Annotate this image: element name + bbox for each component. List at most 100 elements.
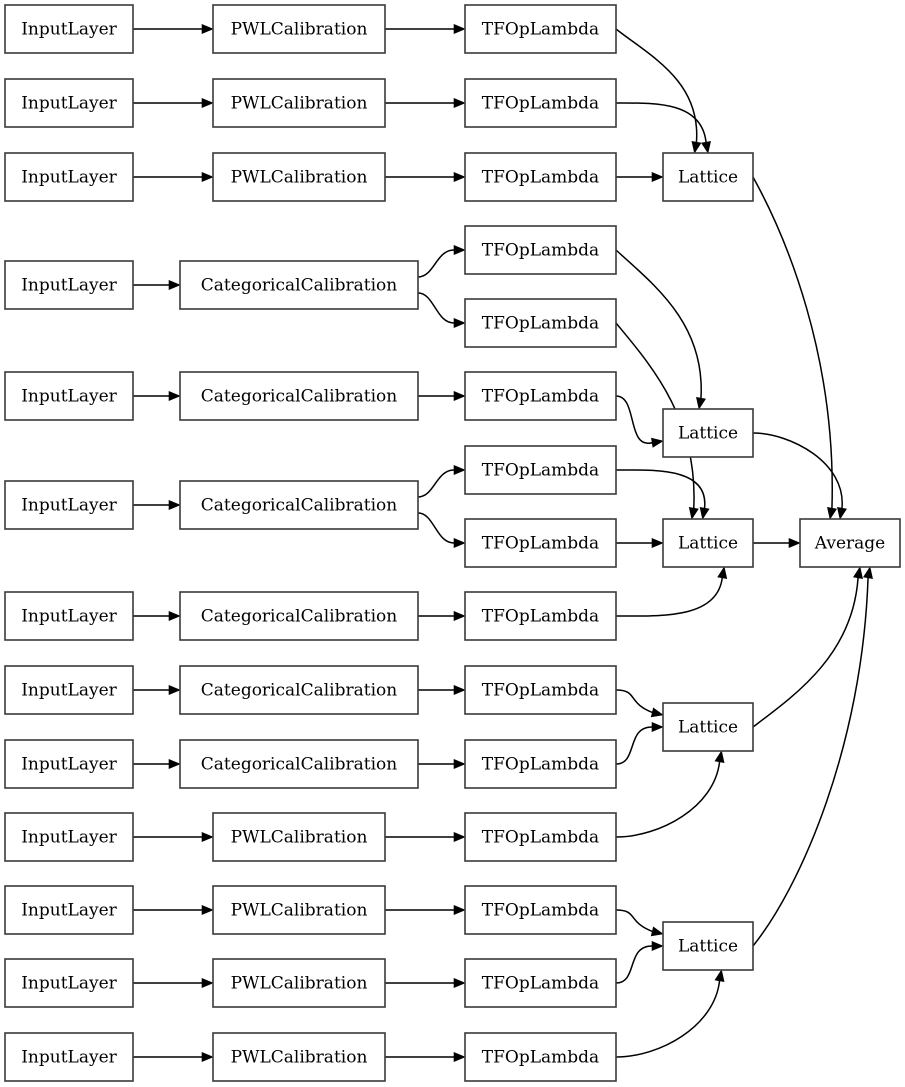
arrow-head-icon-cal12-op14 — [453, 977, 466, 989]
arrow-head-icon-op1-lat1 — [691, 140, 702, 154]
node-box[interactable] — [464, 445, 617, 495]
node-box[interactable] — [4, 1032, 134, 1082]
node-average-avg[interactable]: Average — [799, 518, 901, 568]
node-input-layer-in7[interactable]: InputLayer — [4, 591, 134, 641]
node-box[interactable] — [464, 152, 617, 202]
node-box[interactable] — [179, 739, 419, 789]
node-box[interactable] — [662, 152, 754, 202]
node-pwlcalibration-cal1[interactable]: PWLCalibration — [212, 4, 386, 54]
node-box[interactable] — [464, 739, 617, 789]
node-tfop-lambda-op13[interactable]: TFOpLambda — [464, 885, 617, 935]
node-box[interactable] — [212, 958, 386, 1008]
node-box[interactable] — [4, 739, 134, 789]
node-box[interactable] — [4, 812, 134, 862]
node-box[interactable] — [799, 518, 901, 568]
node-box[interactable] — [464, 885, 617, 935]
node-input-layer-in5[interactable]: InputLayer — [4, 371, 134, 421]
node-box[interactable] — [179, 260, 419, 310]
node-input-layer-in8[interactable]: InputLayer — [4, 665, 134, 715]
node-box[interactable] — [464, 225, 617, 275]
node-tfop-lambda-op12[interactable]: TFOpLambda — [464, 812, 617, 862]
node-box[interactable] — [464, 518, 617, 568]
node-box[interactable] — [662, 408, 754, 458]
node-input-layer-in4[interactable]: InputLayer — [4, 260, 134, 310]
arrow-head-icon-in5-cal5 — [168, 390, 181, 402]
node-tfop-lambda-op5[interactable]: TFOpLambda — [464, 298, 617, 348]
node-input-layer-in1[interactable]: InputLayer — [4, 4, 134, 54]
node-box[interactable] — [464, 591, 617, 641]
node-lattice-lat5[interactable]: Lattice — [662, 921, 754, 971]
node-tfop-lambda-op8[interactable]: TFOpLambda — [464, 518, 617, 568]
node-box[interactable] — [212, 4, 386, 54]
node-box[interactable] — [464, 371, 617, 421]
node-box[interactable] — [662, 702, 754, 752]
node-box[interactable] — [4, 480, 134, 530]
node-box[interactable] — [4, 591, 134, 641]
node-input-layer-in10[interactable]: InputLayer — [4, 812, 134, 862]
node-input-layer-in11[interactable]: InputLayer — [4, 885, 134, 935]
node-tfop-lambda-op2[interactable]: TFOpLambda — [464, 78, 617, 128]
node-pwlcalibration-cal13[interactable]: PWLCalibration — [212, 1032, 386, 1082]
node-input-layer-in9[interactable]: InputLayer — [4, 739, 134, 789]
node-categorical-calibration-cal7[interactable]: CategoricalCalibration — [179, 591, 419, 641]
node-box[interactable] — [4, 958, 134, 1008]
node-box[interactable] — [662, 921, 754, 971]
node-lattice-lat4[interactable]: Lattice — [662, 702, 754, 752]
node-tfop-lambda-op11[interactable]: TFOpLambda — [464, 739, 617, 789]
node-box[interactable] — [4, 260, 134, 310]
node-tfop-lambda-op6[interactable]: TFOpLambda — [464, 371, 617, 421]
node-categorical-calibration-cal4[interactable]: CategoricalCalibration — [179, 260, 419, 310]
node-input-layer-in2[interactable]: InputLayer — [4, 78, 134, 128]
node-box[interactable] — [212, 152, 386, 202]
node-box[interactable] — [179, 480, 419, 530]
node-input-layer-in3[interactable]: InputLayer — [4, 152, 134, 202]
node-box[interactable] — [464, 958, 617, 1008]
node-categorical-calibration-cal5[interactable]: CategoricalCalibration — [179, 371, 419, 421]
node-box[interactable] — [4, 371, 134, 421]
node-box[interactable] — [212, 812, 386, 862]
node-tfop-lambda-op4[interactable]: TFOpLambda — [464, 225, 617, 275]
node-input-layer-in13[interactable]: InputLayer — [4, 1032, 134, 1082]
node-box[interactable] — [464, 78, 617, 128]
edge-cal6-to-op8 — [417, 512, 455, 544]
node-box[interactable] — [4, 4, 134, 54]
node-tfop-lambda-op9[interactable]: TFOpLambda — [464, 591, 617, 641]
arrow-head-icon-cal10-op12 — [453, 831, 466, 843]
node-tfop-lambda-op7[interactable]: TFOpLambda — [464, 445, 617, 495]
node-tfop-lambda-op1[interactable]: TFOpLambda — [464, 4, 617, 54]
node-box[interactable] — [464, 1032, 617, 1082]
node-box[interactable] — [464, 812, 617, 862]
node-tfop-lambda-op3[interactable]: TFOpLambda — [464, 152, 617, 202]
node-categorical-calibration-cal8[interactable]: CategoricalCalibration — [179, 665, 419, 715]
node-box[interactable] — [212, 78, 386, 128]
node-input-layer-in6[interactable]: InputLayer — [4, 480, 134, 530]
node-box[interactable] — [4, 665, 134, 715]
node-input-layer-in12[interactable]: InputLayer — [4, 958, 134, 1008]
node-tfop-lambda-op14[interactable]: TFOpLambda — [464, 958, 617, 1008]
node-pwlcalibration-cal12[interactable]: PWLCalibration — [212, 958, 386, 1008]
node-box[interactable] — [179, 665, 419, 715]
node-box[interactable] — [179, 591, 419, 641]
node-box[interactable] — [662, 518, 754, 568]
node-tfop-lambda-op15[interactable]: TFOpLambda — [464, 1032, 617, 1082]
node-box[interactable] — [4, 152, 134, 202]
node-box[interactable] — [212, 885, 386, 935]
node-box[interactable] — [464, 665, 617, 715]
node-box[interactable] — [179, 371, 419, 421]
node-categorical-calibration-cal6[interactable]: CategoricalCalibration — [179, 480, 419, 530]
node-pwlcalibration-cal11[interactable]: PWLCalibration — [212, 885, 386, 935]
node-lattice-lat2[interactable]: Lattice — [662, 408, 754, 458]
node-lattice-lat1[interactable]: Lattice — [662, 152, 754, 202]
node-lattice-lat3[interactable]: Lattice — [662, 518, 754, 568]
node-categorical-calibration-cal9[interactable]: CategoricalCalibration — [179, 739, 419, 789]
node-box[interactable] — [4, 885, 134, 935]
node-box[interactable] — [464, 298, 617, 348]
node-pwlcalibration-cal2[interactable]: PWLCalibration — [212, 78, 386, 128]
edge-op13-to-lat5 — [615, 909, 653, 933]
node-pwlcalibration-cal10[interactable]: PWLCalibration — [212, 812, 386, 862]
node-box[interactable] — [212, 1032, 386, 1082]
node-box[interactable] — [464, 4, 617, 54]
node-box[interactable] — [4, 78, 134, 128]
node-pwlcalibration-cal3[interactable]: PWLCalibration — [212, 152, 386, 202]
node-tfop-lambda-op10[interactable]: TFOpLambda — [464, 665, 617, 715]
